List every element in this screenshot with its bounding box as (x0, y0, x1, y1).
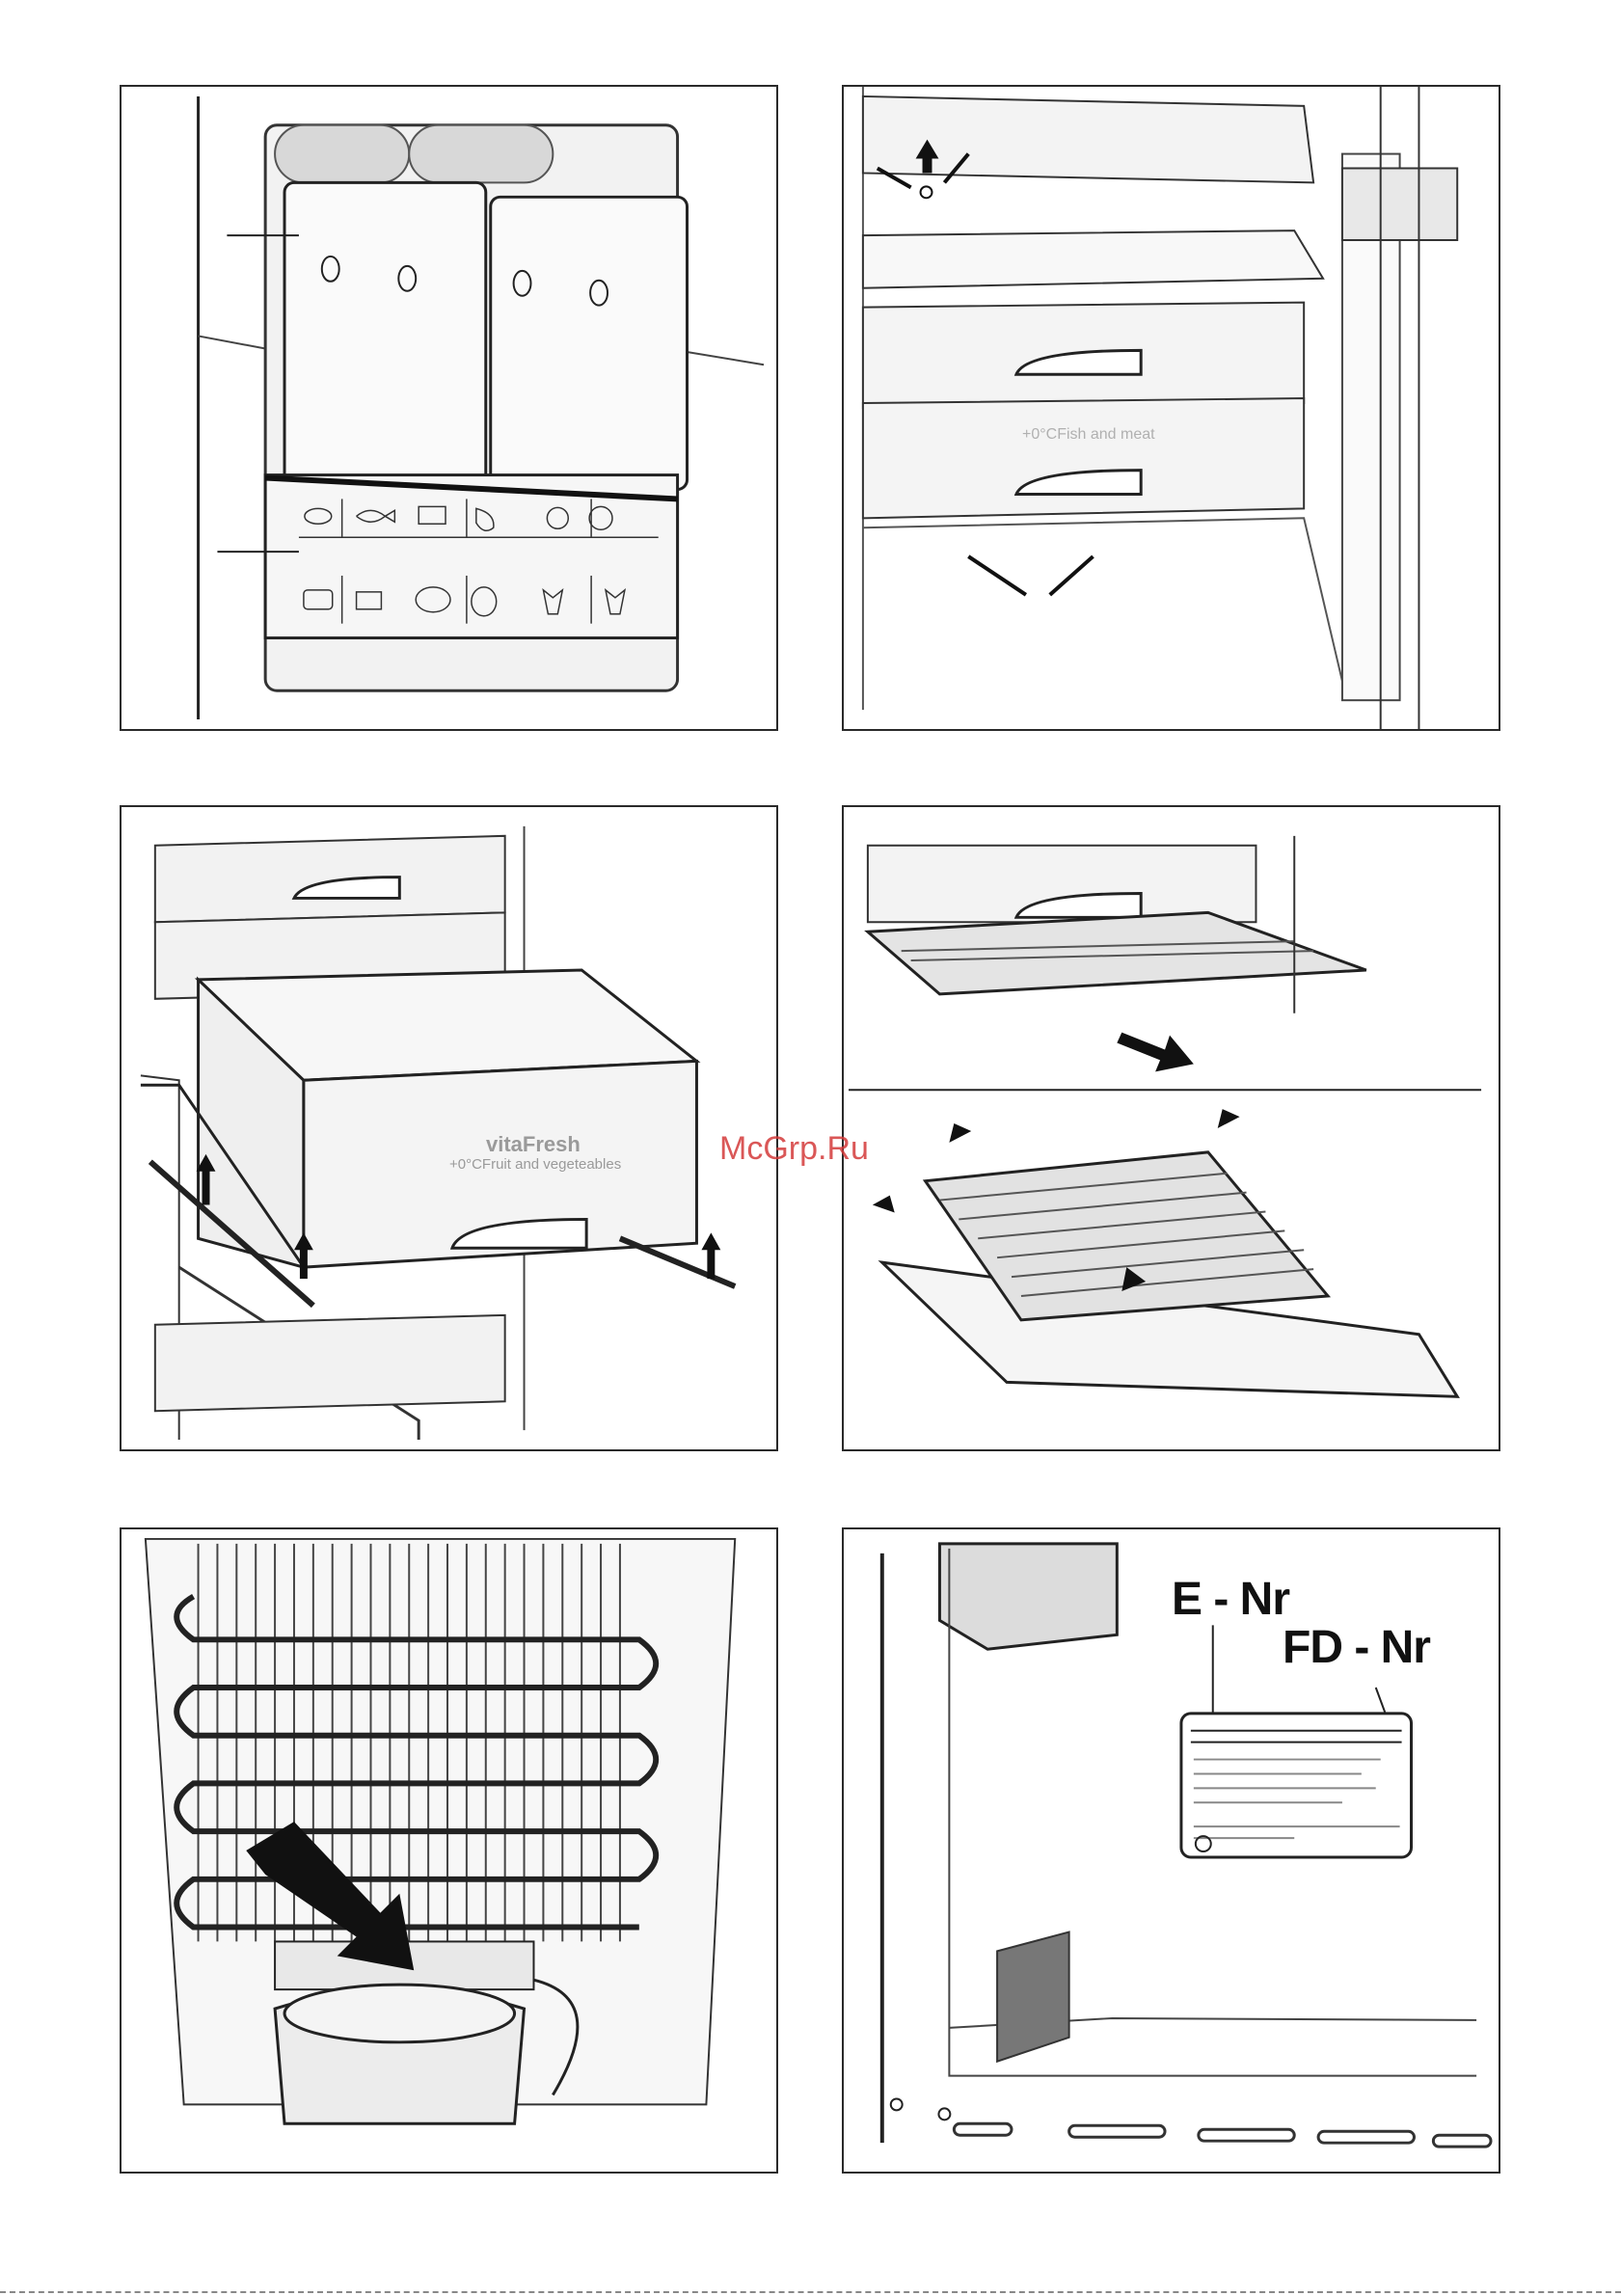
fd-nr-label: FD - Nr (1283, 1621, 1430, 1674)
door-compartments-drawing (122, 87, 776, 729)
illustration-shelf-and-drawer: +0°CFish and meat (842, 85, 1500, 731)
illustration-vitafresh-drawer: vitaFresh +0°CFruit and vegeteables (120, 805, 778, 1451)
vitafresh-drawer-drawing (122, 807, 776, 1449)
rear-compressor-drawing (122, 1529, 776, 2172)
illustration-grid-cover (842, 805, 1500, 1451)
illustration-rear-compressor (120, 1527, 778, 2174)
page-footer-rule (0, 2291, 1621, 2293)
drawer-brand: vitaFresh (486, 1132, 581, 1157)
shelf-drawer-drawing (844, 87, 1499, 729)
illustration-rating-plate: E - Nr FD - Nr (842, 1527, 1500, 2174)
illustration-door-compartments (120, 85, 778, 731)
pull-arrow-icon (1117, 1033, 1194, 1072)
grid-cover-drawing (844, 807, 1499, 1449)
drawer-label: +0°CFish and meat (1022, 426, 1155, 444)
e-nr-label: E - Nr (1172, 1573, 1289, 1626)
watermark: McGrp.Ru (719, 1130, 869, 1168)
drawer-label: +0°CFruit and vegeteables (449, 1156, 621, 1173)
